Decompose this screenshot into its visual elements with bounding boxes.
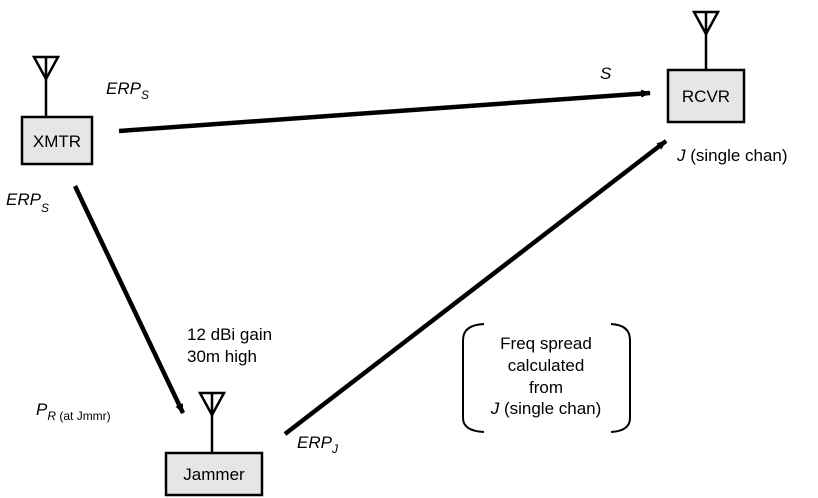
j-single-chan-label: J (single chan) [676, 146, 788, 165]
freq-spread-note: Freq spread calculated from J (single ch… [462, 323, 631, 433]
erp-s-top-label: ERPS [106, 79, 149, 102]
freq-note-line2: calculated [508, 356, 585, 375]
freq-note-line4: J (single chan) [490, 399, 602, 418]
freq-note-line3: from [529, 378, 563, 397]
erp-j-label: ERPJ [297, 433, 339, 456]
arrow-jammer-to-rcvr [283, 139, 668, 436]
arrow-xmtr-to-jammer [72, 185, 186, 414]
jammer-box: Jammer [164, 451, 264, 497]
s-label: S [600, 64, 612, 83]
xmtr-box: XMTR [20, 115, 94, 166]
pr-label: PR (at Jmmr) [36, 400, 111, 423]
freq-note-line1: Freq spread [500, 334, 592, 353]
jammer-antenna-icon [197, 391, 227, 453]
xmtr-antenna-icon [31, 55, 61, 117]
erp-s-left-label: ERPS [6, 190, 49, 215]
jammer-height-label: 30m high [187, 347, 257, 366]
rcvr-label: RCVR [682, 87, 730, 106]
right-paren [610, 323, 631, 433]
jammer-gain-label: 12 dBi gain [187, 325, 272, 344]
arrow-xmtr-to-rcvr [118, 89, 651, 134]
left-paren [462, 323, 485, 433]
jammer-label: Jammer [183, 465, 245, 484]
rcvr-antenna-icon [691, 10, 721, 70]
xmtr-label: XMTR [33, 132, 81, 151]
rcvr-box: RCVR [666, 68, 746, 124]
